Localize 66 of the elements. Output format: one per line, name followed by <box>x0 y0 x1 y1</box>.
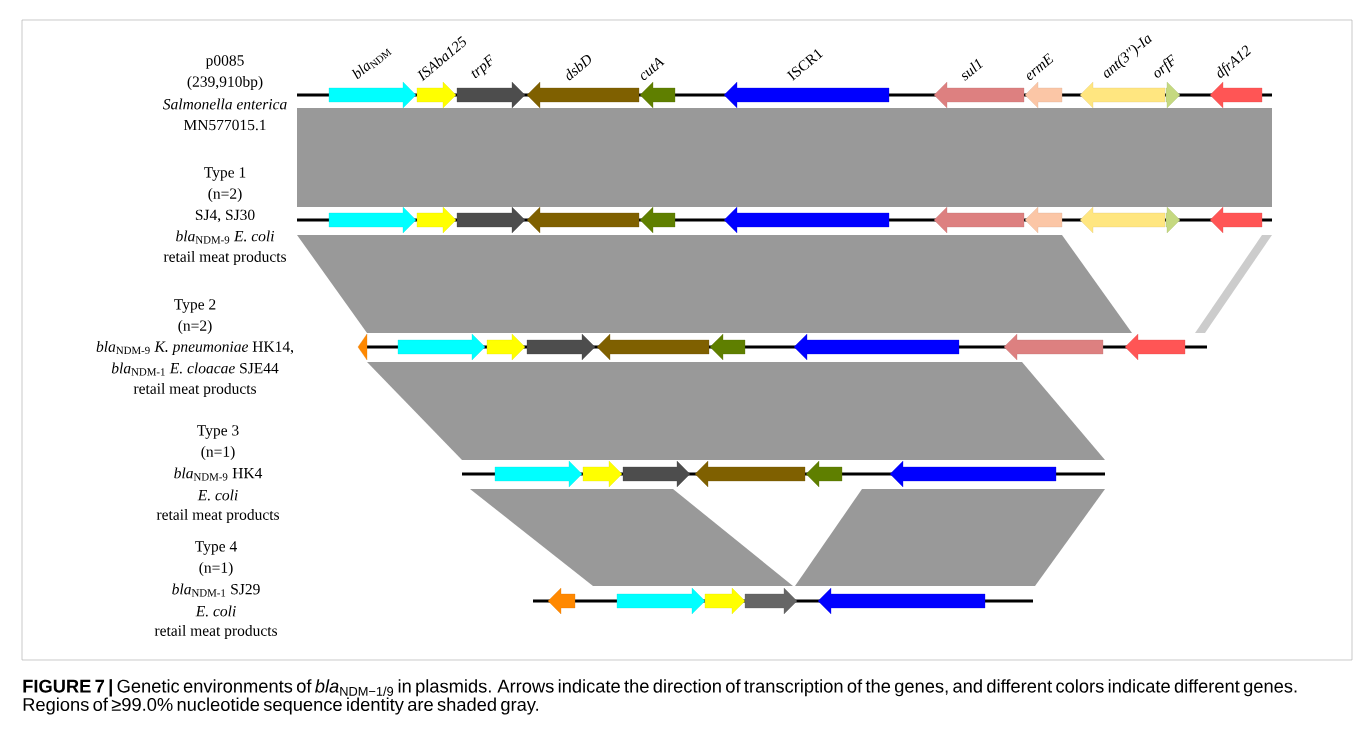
gene-label: sul1 <box>962 58 983 81</box>
identity-region <box>297 235 1132 333</box>
sample-label: Type 1 <box>204 167 246 181</box>
sample-label: Type 4 <box>195 541 237 555</box>
gene-symbol <box>1003 333 1104 361</box>
sample-label: Salmonella enterica <box>163 98 287 110</box>
gene-symbol <box>1024 206 1063 234</box>
gene-symbol <box>723 206 890 234</box>
sample-label: bla$_{NDM-1}$ E. cloacae SJE44 <box>111 362 279 376</box>
sample-label: (n=2) <box>178 319 212 334</box>
gene-symbol <box>526 333 596 361</box>
gene-symbol <box>397 333 486 361</box>
sample-label: retail meat products <box>163 250 286 265</box>
gene-symbol <box>357 333 368 361</box>
gene-symbol <box>744 587 798 615</box>
sample-label: retail meat products <box>133 382 256 397</box>
gene-symbol <box>622 460 691 488</box>
gene-symbol <box>456 206 526 234</box>
gene-symbol <box>616 587 706 615</box>
gene-symbol <box>639 206 676 234</box>
sample-label: MN577015.1 <box>183 119 266 131</box>
identity-region <box>470 489 793 586</box>
gene-symbol <box>328 206 417 234</box>
sample-label: (n=1) <box>199 561 233 576</box>
gene-symbol <box>933 206 1025 234</box>
sample-label: bla$_{NDM-9}$ K. pneumoniae HK14, <box>96 340 294 355</box>
gene-symbol <box>1079 206 1166 234</box>
gene-symbol <box>793 333 960 361</box>
gene-symbol <box>805 460 843 488</box>
sample-label: bla$_{NDM-9}$ E. coli <box>176 230 275 244</box>
figure-caption: FIGURE 7 | Genetic environments of bla$_{NDM−1/9}$ in plasmids. Arrows indicate the direction of transcription of the genes, and different colors indicate different genes. Regions of ≥99.0% nucleotide sequence identity are shaded gray. <box>23 679 1297 715</box>
sample-label: Type 2 <box>174 299 216 313</box>
gene-symbol <box>694 460 806 488</box>
gene-symbol <box>494 460 583 488</box>
sample-label: Type 3 <box>197 425 239 439</box>
sample-label: bla$_{NDM-9}$ HK4 <box>174 467 263 481</box>
sample-label: retail meat products <box>156 508 279 523</box>
identity-region <box>367 362 1105 460</box>
sample-label: retail meat products <box>154 624 277 639</box>
gene-symbol <box>709 333 746 361</box>
sample-label: (n=1) <box>201 445 235 460</box>
gene-symbol <box>486 333 526 361</box>
gene-label: cutA <box>641 57 665 81</box>
gene-symbol <box>1124 333 1186 361</box>
gene-symbol <box>1165 206 1181 234</box>
sample-label: E. coli <box>197 489 238 501</box>
sample-label: SJ4, SJ30 <box>195 209 255 223</box>
sample-label: (239,910bp) <box>187 75 263 90</box>
sample-label: (n=2) <box>208 187 242 202</box>
gene-symbol <box>1209 206 1263 234</box>
gene-symbol <box>582 460 623 488</box>
gene-symbol <box>889 460 1057 488</box>
sample-label: p0085 <box>205 55 244 69</box>
identity-region <box>795 489 1105 586</box>
gene-symbol <box>547 587 576 615</box>
gene-label: trpF <box>471 54 492 79</box>
gene-symbol <box>416 206 457 234</box>
identity-region <box>1195 235 1272 333</box>
gene-symbol <box>596 333 710 361</box>
identity-region <box>297 108 1272 207</box>
gene-symbol <box>526 206 640 234</box>
gene-symbol <box>704 587 746 615</box>
gene-label: orfF <box>1154 54 1174 78</box>
gene-symbol <box>817 587 986 615</box>
sample-label: E. coli <box>195 605 236 617</box>
sample-label: bla$_{NDM-1}$ SJ29 <box>172 583 260 597</box>
